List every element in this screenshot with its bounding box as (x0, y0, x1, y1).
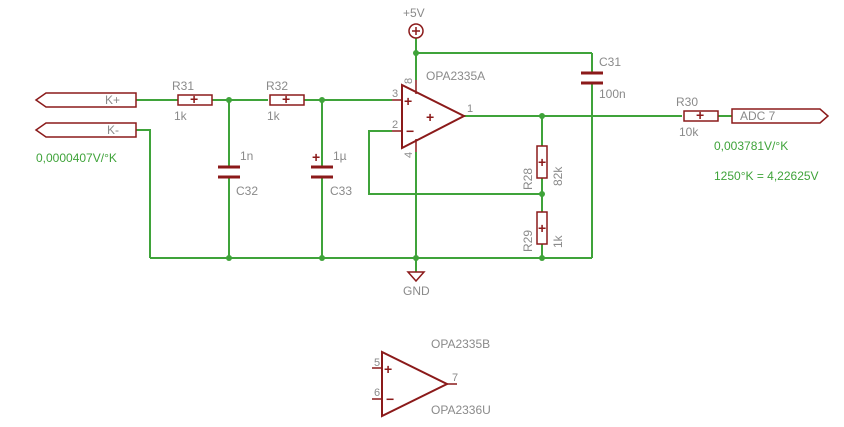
svg-text:+: + (384, 361, 392, 377)
c32-name: C32 (236, 184, 258, 198)
opamp-a-pin-3: 3 (392, 88, 398, 100)
svg-text:−: − (406, 123, 414, 139)
svg-text:+: + (426, 109, 434, 125)
r31-value: 1k (174, 109, 188, 123)
annotation-output-gain: 0,003781V/°K (714, 139, 788, 153)
supply-label: +5V (403, 6, 425, 20)
capacitor-c33: + 1µ C33 (311, 149, 352, 198)
c32-value: 1n (240, 149, 253, 163)
svg-text:+: + (538, 154, 546, 170)
annotation-input-gain: 0,0000407V/°K (36, 151, 117, 165)
opamp-b-label: OPA2335B (431, 337, 490, 351)
svg-text:+: + (282, 91, 290, 107)
svg-text:+: + (696, 107, 704, 123)
port-k-plus: K+ (34, 92, 137, 108)
opamp-a-pin-8: 8 (403, 78, 415, 84)
svg-text:+: + (538, 220, 546, 236)
capacitor-c31: C31 100n (581, 55, 626, 101)
svg-text:+: + (312, 149, 320, 165)
opamp-b: + − 5 6 7 OPA2335B OPA2336U (372, 337, 491, 418)
capacitor-c32: 1n C32 (218, 149, 258, 198)
c31-value: 100n (599, 87, 626, 101)
opamp-a-pin-1: 1 (467, 103, 473, 115)
opamp-a-pin-2: 2 (392, 119, 398, 131)
annotation-max-value: 1250°K = 4,22625V (714, 169, 819, 183)
svg-text:−: − (386, 391, 394, 407)
r32-value: 1k (267, 109, 281, 123)
resistor-r31: + R31 1k (172, 79, 213, 123)
opamp-b-pin-5: 5 (374, 357, 380, 369)
r31-name: R31 (172, 79, 194, 93)
resistor-r32: + R32 1k (266, 79, 305, 123)
opamp-u-label: OPA2336U (431, 403, 491, 417)
ground-label: GND (403, 284, 430, 298)
opamp-a-label: OPA2335A (426, 69, 485, 83)
r29-value: 1k (551, 234, 565, 248)
port-k-minus: K- (34, 122, 137, 138)
junctions (226, 50, 545, 261)
resistor-r30: + R30 10k (676, 95, 719, 139)
annotations: 0,0000407V/°K 0,003781V/°K 1250°K = 4,22… (36, 139, 819, 183)
resistor-r28: + R28 82k (521, 145, 565, 190)
svg-text:+: + (190, 91, 198, 107)
supply-symbol: +5V (403, 6, 425, 39)
r30-value: 10k (679, 125, 699, 139)
r29-name: R29 (521, 230, 535, 252)
port-adc-label: ADC 7 (740, 109, 776, 123)
c33-name: C33 (330, 184, 352, 198)
wires (134, 38, 732, 272)
port-adc: ADC 7 (731, 108, 830, 124)
svg-text:+: + (404, 93, 412, 109)
r28-value: 82k (551, 166, 565, 186)
r28-name: R28 (521, 168, 535, 190)
opamp-a-pin-4: 4 (403, 152, 415, 158)
port-k-minus-label: K- (107, 123, 119, 137)
resistor-r29: + R29 1k (521, 211, 565, 252)
ground-symbol: GND (403, 271, 430, 298)
opamp-b-pin-6: 6 (374, 387, 380, 399)
r30-name: R30 (676, 95, 698, 109)
opamp-b-pin-7: 7 (452, 372, 458, 384)
r32-name: R32 (266, 79, 288, 93)
opamp-a: + − + 3 2 1 8 4 OPA2335A (392, 69, 485, 158)
c33-value: 1µ (333, 149, 347, 163)
c31-name: C31 (599, 55, 621, 69)
port-k-plus-label: K+ (105, 93, 120, 107)
